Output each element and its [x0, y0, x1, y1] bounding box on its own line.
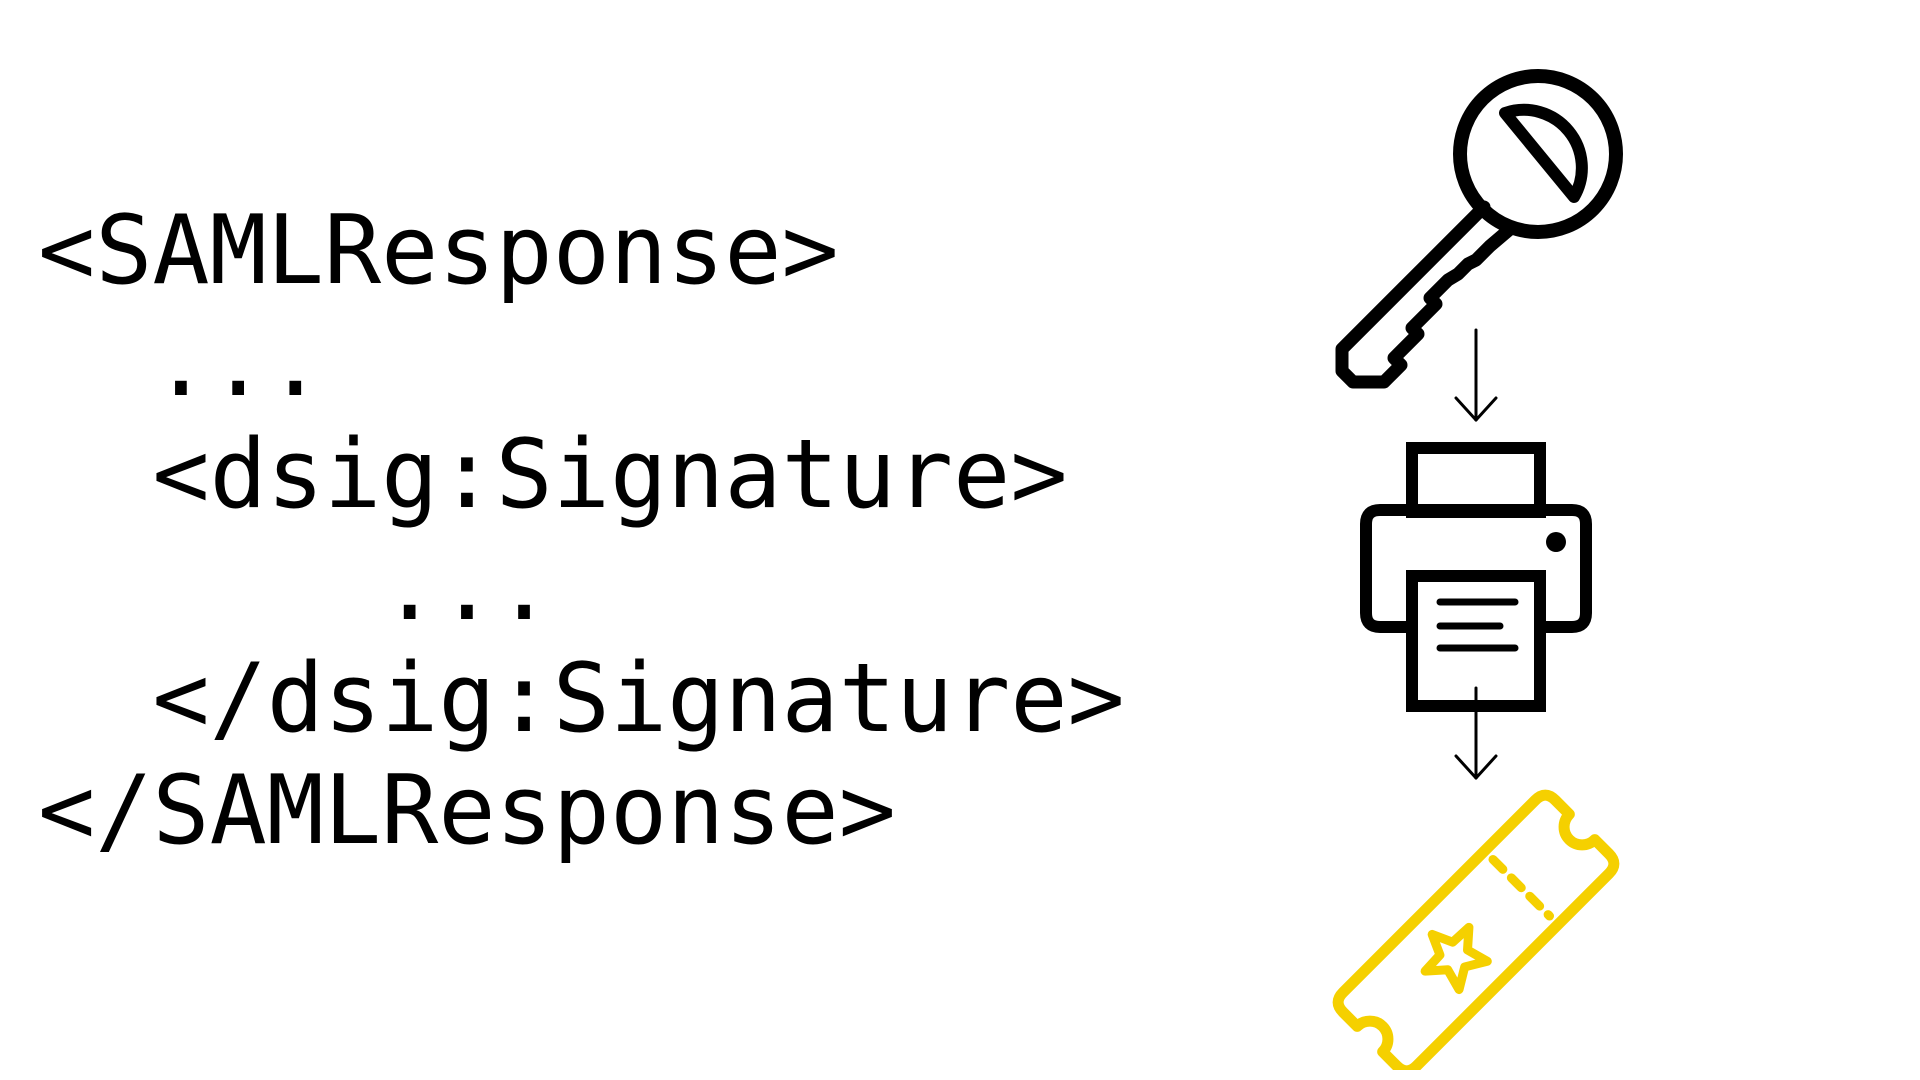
signing-flow-svg: [1332, 69, 1623, 1070]
code-indent: [38, 420, 152, 530]
printer-icon: [1360, 442, 1592, 712]
code-text: ...: [381, 532, 553, 642]
code-indent: [38, 308, 152, 418]
code-line-signature-open: <dsig:Signature>: [38, 419, 1125, 531]
code-text: </dsig:Signature>: [152, 644, 1125, 754]
arrow-down-icon: [1454, 686, 1498, 780]
code-indent: [38, 532, 381, 642]
code-indent: [38, 644, 152, 754]
key-icon: [1335, 69, 1623, 389]
code-text: <dsig:Signature>: [152, 420, 1068, 530]
code-line-ellipsis-outer: ...: [38, 307, 1125, 419]
saml-code-block: <SAMLResponse> ... <dsig:Signature> ... …: [38, 195, 1125, 867]
arrow-down-icon: [1454, 328, 1498, 422]
code-line-ellipsis-inner: ...: [38, 531, 1125, 643]
code-text: </SAMLResponse>: [38, 756, 896, 866]
ticket-icon: [1332, 789, 1620, 1070]
code-line-signature-close: </dsig:Signature>: [38, 643, 1125, 755]
code-line-saml-close: </SAMLResponse>: [38, 755, 1125, 867]
code-text: ...: [152, 308, 324, 418]
signing-flow-diagram: [1300, 40, 1680, 1070]
code-text: <SAMLResponse>: [38, 196, 839, 306]
code-line-saml-open: <SAMLResponse>: [38, 195, 1125, 307]
